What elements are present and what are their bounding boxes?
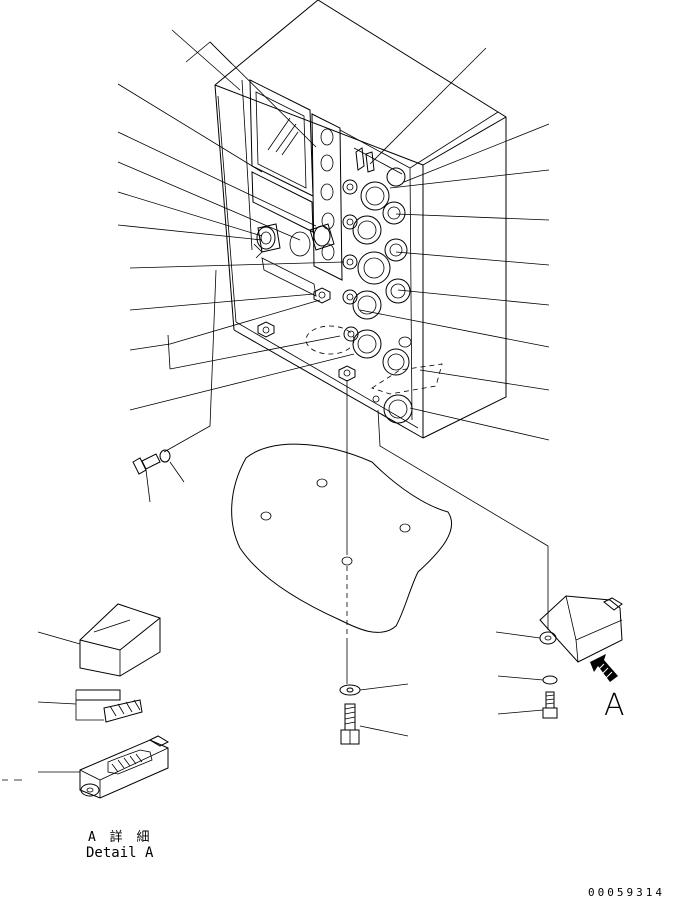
- detail-caption-english: Detail A: [86, 845, 154, 861]
- rotary-knob-right: [289, 223, 335, 257]
- right-socket-column: [372, 167, 413, 424]
- leader-lines-right: [359, 47, 550, 441]
- view-label: A: [604, 688, 625, 723]
- resistor-icon: [37, 689, 143, 723]
- mounting-screw-assembly: [132, 269, 217, 503]
- relay-icon: [37, 603, 161, 677]
- detail-caption-japanese: A 詳 細: [88, 830, 153, 845]
- center-bolt-assembly: [339, 380, 409, 745]
- drawing-number: 00059314: [588, 886, 665, 899]
- indicator-lamp-column: [311, 113, 343, 281]
- diode-icon: [2, 735, 170, 799]
- controller-box: [214, 0, 507, 439]
- connector-panel: [339, 129, 413, 421]
- hex-nuts: [257, 287, 356, 382]
- dashed-zone-ellipse: [305, 325, 355, 355]
- small-socket-column: [342, 179, 359, 342]
- view-direction-arrow-icon: [590, 654, 618, 682]
- relay-module: [495, 595, 623, 719]
- nameplate: [261, 257, 317, 297]
- washer-icon: [159, 449, 171, 463]
- dashed-zone-parallelogram: [371, 363, 443, 395]
- leader-lines-left: [117, 29, 355, 411]
- relay-connection-lead: [377, 409, 549, 630]
- mounting-plate: [231, 443, 453, 633]
- rotary-knob-left: [253, 223, 281, 259]
